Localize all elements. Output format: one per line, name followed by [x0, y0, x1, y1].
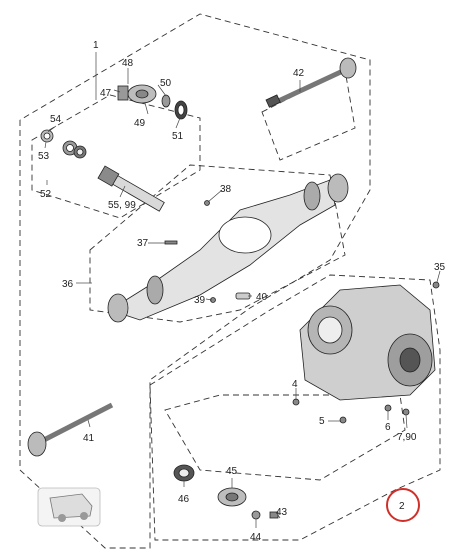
callout-5: 5 [319, 416, 325, 427]
bolts [164, 200, 440, 424]
callout-labels: 1 48 47 50 49 51 54 53 52 55, 99 42 38 3… [38, 40, 446, 543]
callout-6: 6 [385, 422, 391, 433]
callout-39: 39 [194, 295, 206, 306]
callout-44: 44 [250, 532, 262, 543]
callout-36: 36 [62, 279, 74, 290]
axle-shaft-42 [265, 57, 357, 108]
drive-shaft [97, 165, 165, 212]
callout-46: 46 [178, 494, 190, 505]
seal-46 [173, 464, 195, 482]
callout-55-99: 55, 99 [108, 200, 136, 211]
callout-4: 4 [292, 379, 298, 390]
callout-40: 40 [256, 292, 268, 303]
group-outline-42 [261, 69, 356, 161]
seal-rings [161, 94, 188, 120]
callout-2[interactable]: 2 [399, 501, 405, 512]
callout-51: 51 [172, 131, 184, 142]
callout-50: 50 [160, 78, 172, 89]
callout-42: 42 [293, 68, 305, 79]
group-outline-36 [89, 164, 346, 323]
callout-45: 45 [226, 466, 238, 477]
axle-housing [107, 173, 349, 323]
group-outline-1 [19, 13, 371, 549]
callout-41: 41 [83, 433, 95, 444]
group-outline-45 [164, 394, 406, 481]
callout-52: 52 [40, 189, 52, 200]
flange-yoke [117, 84, 157, 104]
callout-48: 48 [122, 58, 134, 69]
callout-54: 54 [50, 114, 62, 125]
callout-43: 43 [276, 507, 288, 518]
group-outline-52 [31, 94, 201, 219]
axle-shaft-41 [27, 402, 114, 457]
plug-40 [235, 292, 251, 300]
highlight-circle-2[interactable] [386, 488, 420, 522]
callout-1: 1 [93, 40, 99, 51]
callout-7-90: 7,90 [397, 432, 417, 443]
callout-35: 35 [434, 262, 446, 273]
flange-45 [217, 487, 279, 520]
callout-49: 49 [134, 118, 146, 129]
callout-47: 47 [100, 88, 112, 99]
truck-thumbnail-icon [37, 487, 101, 527]
callout-53: 53 [38, 151, 50, 162]
group-outline-2 [149, 274, 441, 541]
differential-carrier [299, 284, 436, 401]
callout-37: 37 [137, 238, 149, 249]
callout-38: 38 [220, 184, 232, 195]
leader-lines [44, 52, 441, 528]
bearing-set [40, 129, 87, 159]
